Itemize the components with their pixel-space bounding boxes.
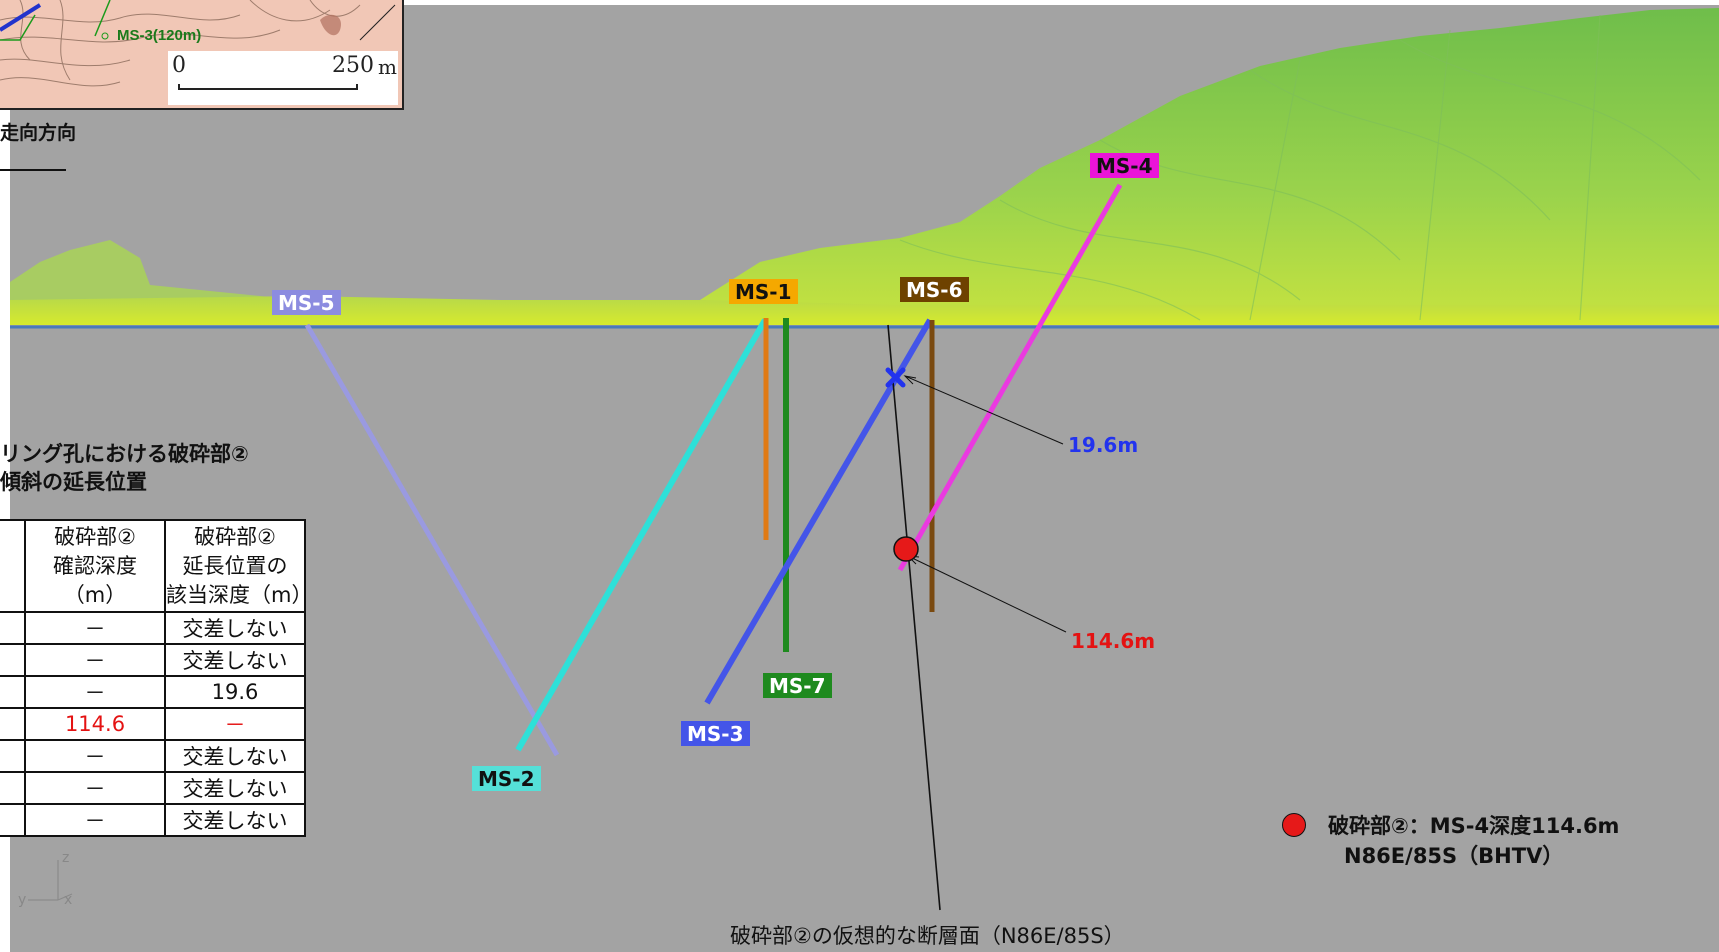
table-title-line1: リング孔における破砕部②	[0, 442, 249, 466]
cell-confirmed: －	[24, 803, 166, 837]
scale-bar	[178, 84, 358, 90]
cell-extension: 交差しない	[164, 643, 306, 677]
cell-well	[0, 643, 26, 677]
cell-well	[0, 707, 26, 741]
location-map-inset: MS-3(120m) 0 250 m	[0, 0, 404, 110]
table-header-row: 破砕部② 確認深度 （m） 破砕部② 延長位置の 該当深度（m）	[0, 519, 312, 613]
well-label-ms-5: MS-5	[272, 290, 341, 315]
borehole-ms-2	[515, 318, 768, 752]
table-row: －交差しない	[0, 803, 306, 837]
table-title-line2: 傾斜の延長位置	[0, 470, 147, 494]
header-well	[0, 519, 26, 613]
well-label-ms-2: MS-2	[472, 766, 541, 791]
legend-text-line1: 破砕部②：MS-4深度114.6m	[1328, 814, 1620, 838]
header-confirmed-depth: 破砕部② 確認深度 （m）	[24, 519, 166, 613]
well-label-ms-1: MS-1	[729, 279, 798, 304]
inset-well-label: MS-3(120m)	[117, 27, 202, 44]
cell-extension: 交差しない	[164, 739, 306, 773]
axis-gizmo	[28, 860, 73, 901]
cell-confirmed: －	[24, 611, 166, 645]
well-label-ms-7: MS-7	[763, 673, 832, 698]
cell-extension: 交差しない	[164, 803, 306, 837]
leader-line-blue	[904, 375, 1064, 445]
scale-unit: m	[378, 55, 397, 79]
table-title: リング孔における破砕部② 傾斜の延長位置	[0, 440, 249, 496]
cell-well	[0, 739, 26, 773]
borehole-ms-5	[304, 323, 560, 757]
terrain-texture	[899, 14, 1701, 321]
cell-well	[0, 803, 26, 837]
scale-zero: 0	[172, 53, 186, 78]
table-row: －交差しない	[0, 739, 306, 773]
axis-z-label: z	[62, 850, 70, 866]
terrain-flat	[10, 296, 1719, 325]
intersection-marker-blue	[885, 367, 906, 388]
well-label-ms-6: MS-6	[900, 277, 969, 302]
cell-confirmed: －	[24, 739, 166, 773]
well-label-ms-4: MS-4	[1090, 153, 1159, 178]
cell-extension: －	[164, 707, 306, 741]
fault-plane-line	[887, 324, 941, 911]
axis-y-label: y	[18, 892, 27, 908]
fracture-point-red	[893, 536, 919, 562]
header-extension-depth: 破砕部② 延長位置の 該当深度（m）	[164, 519, 312, 613]
terrain-mountain	[640, 8, 1719, 325]
cell-confirmed: －	[24, 643, 166, 677]
leader-line-red	[907, 555, 1067, 633]
cell-confirmed: －	[24, 771, 166, 805]
cell-well	[0, 675, 26, 709]
fracture-depth-table: 破砕部② 確認深度 （m） 破砕部② 延長位置の 該当深度（m） －交差しない …	[0, 519, 312, 837]
depth-label-blue: 19.6m	[1068, 433, 1139, 457]
table-row: －交差しない	[0, 771, 306, 805]
cell-extension: 交差しない	[164, 771, 306, 805]
fault-plane-caption: 破砕部②の仮想的な断層面（N86E/85S）	[730, 924, 1125, 948]
table-row: －19.6	[0, 675, 306, 709]
borehole-ms-4	[897, 183, 1123, 572]
axis-x-label: x	[64, 892, 73, 908]
cell-well	[0, 611, 26, 645]
cell-extension: 交差しない	[164, 611, 306, 645]
cell-confirmed: －	[24, 675, 166, 709]
well-label-ms-3: MS-3	[681, 721, 750, 746]
strike-direction-line	[0, 169, 66, 171]
legend-red-dot-icon	[1282, 813, 1306, 837]
depth-label-red: 114.6m	[1071, 629, 1156, 653]
cell-well	[0, 771, 26, 805]
strike-direction-label: 走向方向	[0, 122, 77, 144]
cell-confirmed: 114.6	[24, 707, 166, 741]
legend-text-line2: N86E/85S（BHTV）	[1344, 844, 1564, 868]
scale-max: 250	[332, 53, 374, 78]
table-row: 114.6－	[0, 707, 306, 741]
cell-extension: 19.6	[164, 675, 306, 709]
table-row: －交差しない	[0, 611, 306, 645]
leader-arrow-blue	[903, 375, 917, 385]
table-row: －交差しない	[0, 643, 306, 677]
scale-bar-box: 0 250 m	[168, 51, 398, 105]
